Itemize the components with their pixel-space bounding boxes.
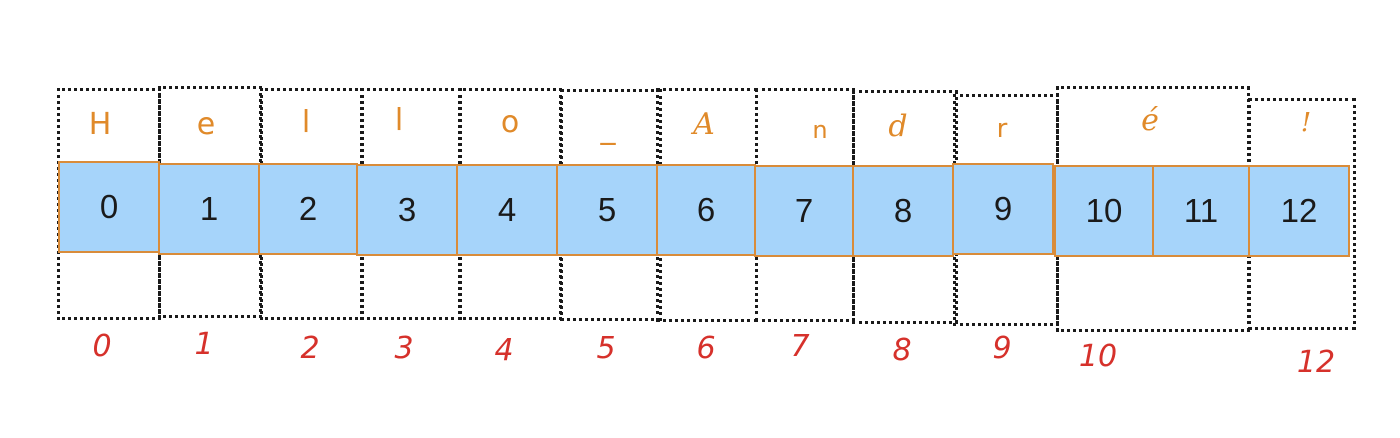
- byte-cell-4: 4: [456, 164, 558, 256]
- byte-cell-6: 6: [656, 164, 756, 256]
- char-index-4: 4: [494, 333, 514, 368]
- character-l: l: [394, 103, 404, 138]
- byte-cell-5: 5: [556, 164, 658, 256]
- char-index-10: 10: [1078, 339, 1118, 374]
- char-index-6: 6: [696, 331, 716, 366]
- char-index-3: 3: [394, 331, 414, 366]
- byte-cell-9: 9: [952, 163, 1054, 255]
- byte-cell-1: 1: [158, 163, 260, 255]
- character-d: d: [888, 109, 908, 144]
- character-exclamation: !: [1300, 108, 1312, 138]
- character-r: r: [996, 114, 1008, 144]
- byte-cell-7: 7: [754, 165, 854, 257]
- char-index-0: 0: [92, 329, 112, 364]
- byte-cell-8: 8: [852, 165, 954, 257]
- character-e: e: [196, 107, 216, 142]
- char-index-9: 9: [992, 331, 1012, 366]
- character-e-acute: é: [1141, 103, 1159, 138]
- char-index-12: 12: [1296, 345, 1336, 380]
- byte-cell-11: 11: [1152, 165, 1250, 257]
- byte-cell-2: 2: [258, 163, 358, 255]
- byte-cell-0: 0: [58, 161, 160, 253]
- char-index-1: 1: [194, 327, 214, 362]
- byte-cell-3: 3: [356, 164, 458, 256]
- character-l: l: [301, 105, 311, 140]
- char-index-2: 2: [300, 331, 320, 366]
- character-underscore: _: [600, 111, 616, 146]
- character-o: o: [500, 105, 520, 140]
- character-H: H: [88, 107, 112, 142]
- byte-cell-12: 12: [1248, 165, 1350, 257]
- character-n: n: [812, 116, 828, 144]
- character-A: A: [693, 107, 715, 142]
- char-index-8: 8: [892, 333, 912, 368]
- char-index-7: 7: [790, 329, 810, 364]
- char-index-5: 5: [596, 331, 616, 366]
- byte-cell-10: 10: [1054, 165, 1154, 257]
